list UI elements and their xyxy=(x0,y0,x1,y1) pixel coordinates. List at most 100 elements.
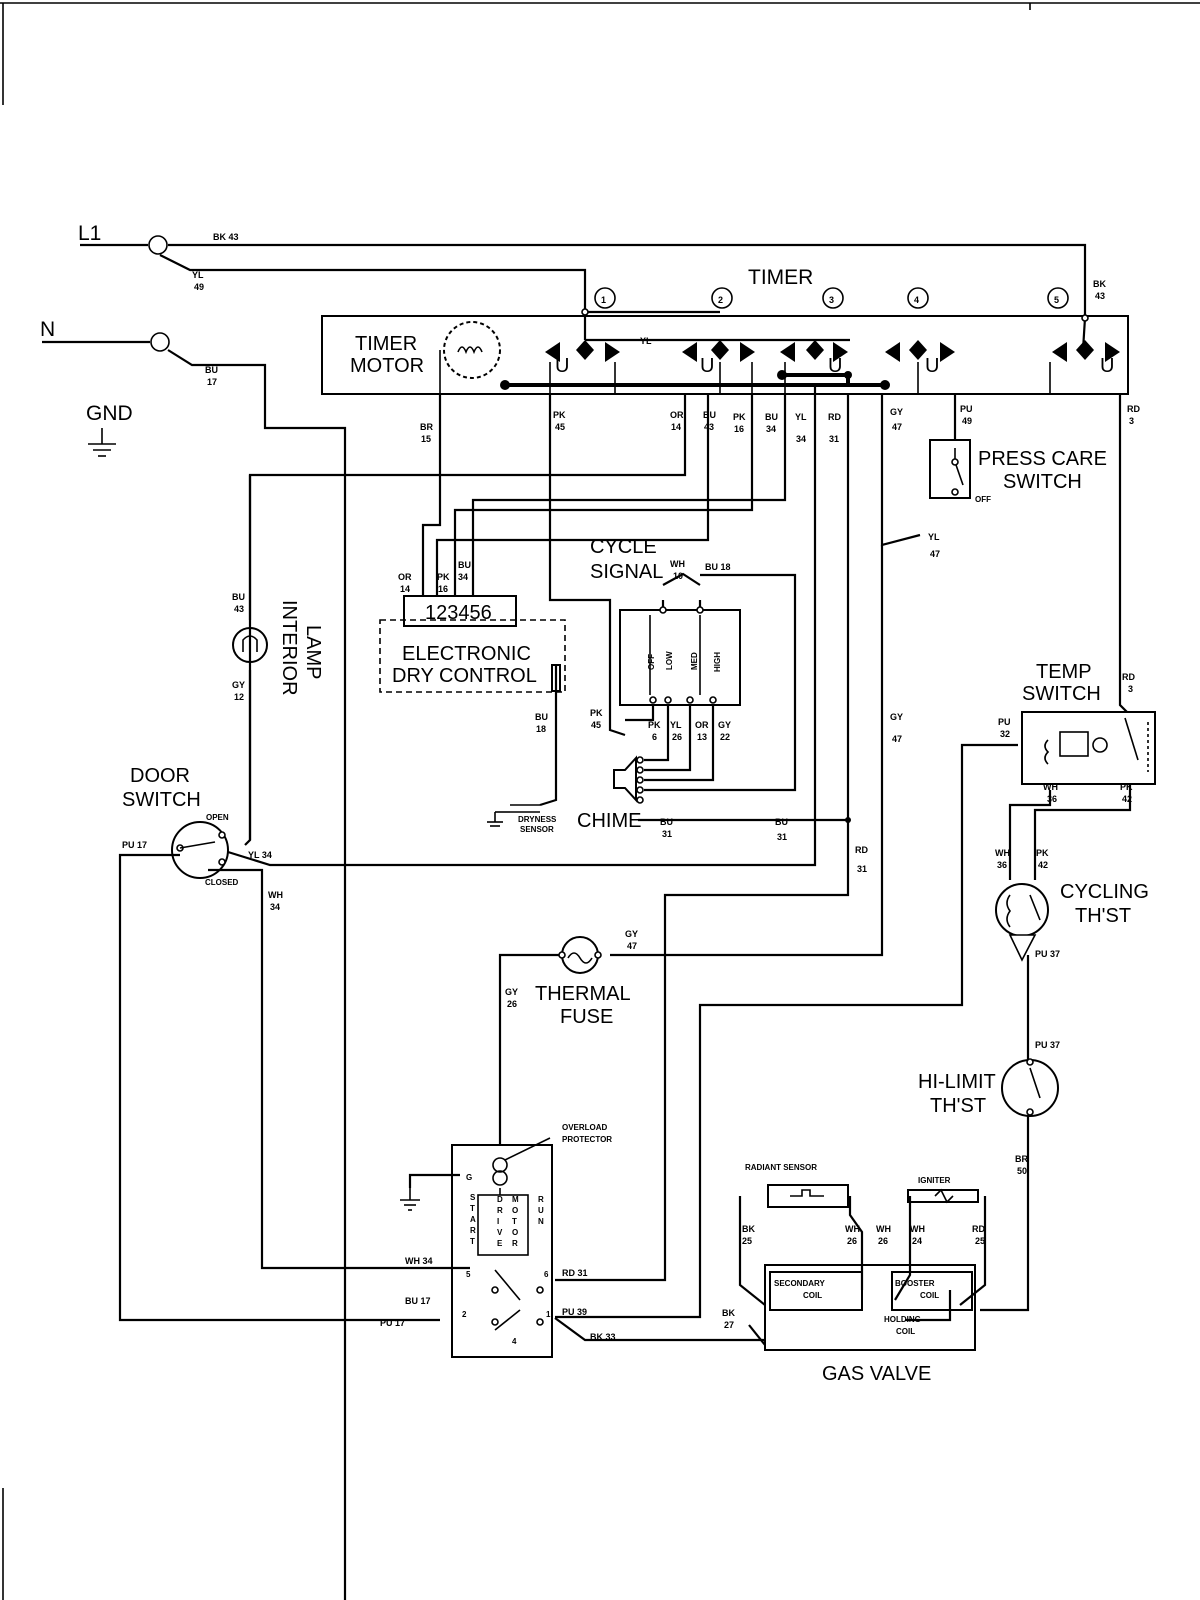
wire-label: 43 xyxy=(234,604,244,614)
timer-contact-4: U xyxy=(885,340,955,395)
wire-label: 42 xyxy=(1038,860,1048,870)
n-terminal xyxy=(150,332,170,352)
wire-label: PK xyxy=(437,572,450,582)
wire-label: WH xyxy=(268,890,283,900)
wire-label: 12 xyxy=(234,692,244,702)
cs-pos-med: MED xyxy=(690,652,699,670)
wire-label: 34 xyxy=(766,424,776,434)
cycling-line2: TH'ST xyxy=(1075,905,1131,927)
svg-text:U: U xyxy=(925,355,939,377)
wire-label: RD xyxy=(972,1224,985,1234)
temp-switch: TEMP SWITCH xyxy=(1021,661,1156,785)
wire-label: 14 xyxy=(400,584,410,594)
timer-motor-line1: TIMER xyxy=(355,333,417,355)
interior-lamp-line2: LAMP xyxy=(302,625,324,679)
wire-label: 10 xyxy=(673,571,683,581)
wire-label: BK xyxy=(742,1224,755,1234)
wire-label: 16 xyxy=(734,424,744,434)
wire-label: 31 xyxy=(857,864,867,874)
wire-label: BU xyxy=(775,817,788,827)
wire-label: BU 18 xyxy=(705,562,731,572)
hi-limit-line2: TH'ST xyxy=(930,1095,986,1117)
wire-label: BU xyxy=(458,560,471,570)
chime: CHIME xyxy=(577,755,644,832)
motor-term-g: G xyxy=(466,1173,472,1182)
wire-label: PU xyxy=(960,404,973,414)
booster-coil-label: BOOSTER xyxy=(895,1279,935,1288)
hi-limit-thermostat: HI-LIMIT TH'ST xyxy=(918,1058,1059,1117)
wire-label: 27 xyxy=(724,1320,734,1330)
timer-contact-5: U xyxy=(1049,340,1120,395)
thermal-fuse: THERMAL FUSE xyxy=(535,936,631,1028)
wire-label: WH xyxy=(910,1224,925,1234)
wire-label: BU xyxy=(703,410,716,420)
wire-label: 34 xyxy=(796,434,806,444)
wire-label: YL 34 xyxy=(248,850,272,860)
overload-line1: OVERLOAD xyxy=(562,1123,608,1132)
cs-pos-high: HIGH xyxy=(713,652,722,672)
wire-label: PK xyxy=(553,410,566,420)
radiant-sensor-label: RADIANT SENSOR xyxy=(745,1163,817,1172)
dryness-label: DRYNESS xyxy=(518,815,557,824)
wire-label: 26 xyxy=(847,1236,857,1246)
press-care-line1: PRESS CARE xyxy=(978,448,1107,470)
wire-label: 47 xyxy=(930,549,940,559)
timer-motor-line2: MOTOR xyxy=(350,355,424,377)
door-switch-line1: DOOR xyxy=(130,765,190,787)
cs-pos-low: LOW xyxy=(665,651,674,670)
wire-label: 42 xyxy=(1122,794,1132,804)
wire-label: PK xyxy=(1120,782,1133,792)
wire-label: WH xyxy=(845,1224,860,1234)
wire-label: 47 xyxy=(627,941,637,951)
wire-label: 47 xyxy=(892,422,902,432)
wire-label: 14 xyxy=(671,422,681,432)
timer-contact-1: U xyxy=(545,340,620,395)
wire-label: GY xyxy=(505,987,518,997)
wire-label: BR xyxy=(420,422,433,432)
wire-label: 45 xyxy=(591,720,601,730)
wire-label: 22 xyxy=(720,732,730,742)
circuit-5: 5 xyxy=(1054,295,1059,305)
wire-label: 26 xyxy=(507,999,517,1009)
wire-label: RD xyxy=(828,412,841,422)
wire-label: BK xyxy=(722,1308,735,1318)
wire-label: GY xyxy=(625,929,638,939)
temp-switch-line2: SWITCH xyxy=(1022,683,1101,705)
wire-label: 43 xyxy=(1095,291,1105,301)
wire-label: RD xyxy=(1127,404,1140,414)
hi-limit-line1: HI-LIMIT xyxy=(918,1071,996,1093)
wire-label: PU 39 xyxy=(562,1307,587,1317)
edc-digits: 123456 xyxy=(425,602,492,624)
overload-line2: PROTECTOR xyxy=(562,1135,612,1144)
wire-label: 36 xyxy=(997,860,1007,870)
wire-label: 3 xyxy=(1128,684,1133,694)
cycle-signal-line1: CYCLE xyxy=(590,536,657,558)
wire-label: 49 xyxy=(194,282,204,292)
motor-term-5: 5 xyxy=(466,1270,471,1279)
circuit-1: 1 xyxy=(601,295,606,305)
wire-label: BU xyxy=(535,712,548,722)
wire-label: PU 37 xyxy=(1035,1040,1060,1050)
wire-label: GY xyxy=(890,407,903,417)
wire-label: 25 xyxy=(742,1236,752,1246)
wire-label: PU 17 xyxy=(380,1318,405,1328)
wire-label: BK 43 xyxy=(213,232,239,242)
ground-symbol: GND xyxy=(86,402,133,457)
cycle-signal: CYCLE SIGNAL OFF LOW MED HIGH xyxy=(590,536,741,706)
wire-label: BK 33 xyxy=(590,1332,616,1342)
press-care-off: OFF xyxy=(975,495,991,504)
wire-label: 43 xyxy=(704,422,714,432)
sensor-label: SENSOR xyxy=(520,825,554,834)
wire-label: GY xyxy=(890,712,903,722)
wire-label: 26 xyxy=(878,1236,888,1246)
door-closed-label: CLOSED xyxy=(205,878,239,887)
wire-label: 45 xyxy=(555,422,565,432)
circuit-3: 3 xyxy=(829,295,834,305)
wire-label: WH xyxy=(995,848,1010,858)
motor-term-6: 6 xyxy=(544,1270,549,1279)
